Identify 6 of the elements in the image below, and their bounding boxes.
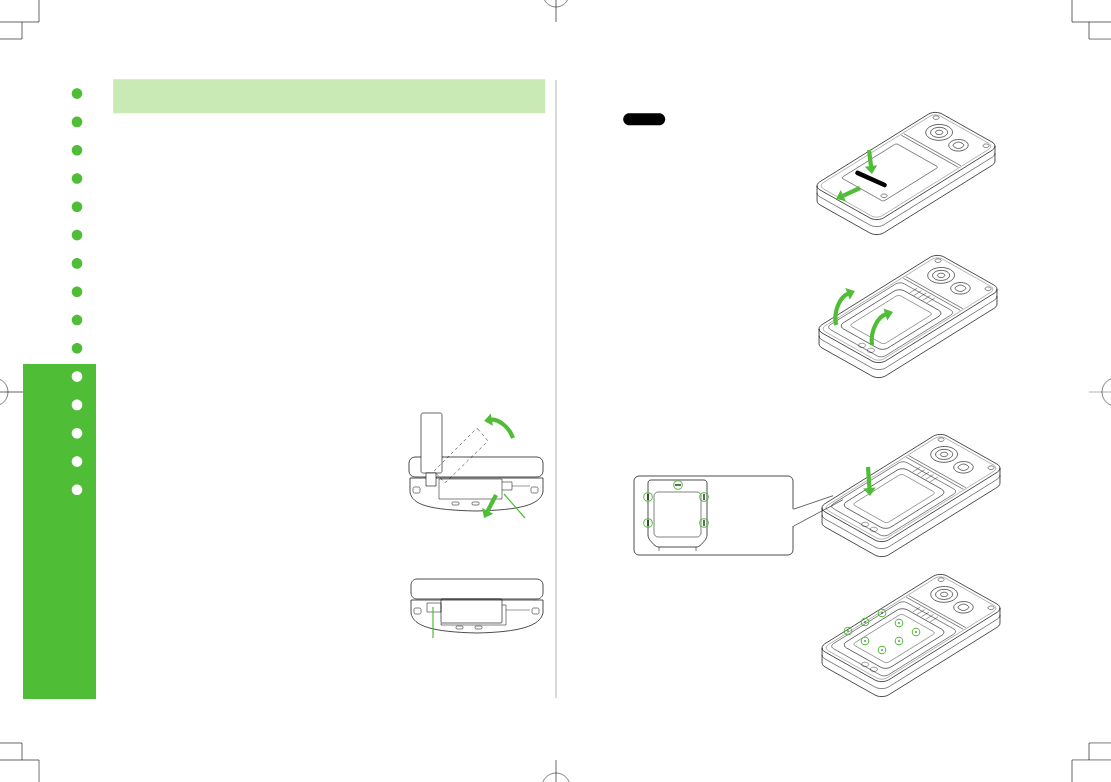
callout-line xyxy=(793,495,834,510)
tag-pill xyxy=(623,113,666,126)
header-band xyxy=(113,79,546,114)
inset-box xyxy=(633,475,794,556)
callout-line xyxy=(793,499,844,527)
phone-drawing xyxy=(821,434,1001,557)
